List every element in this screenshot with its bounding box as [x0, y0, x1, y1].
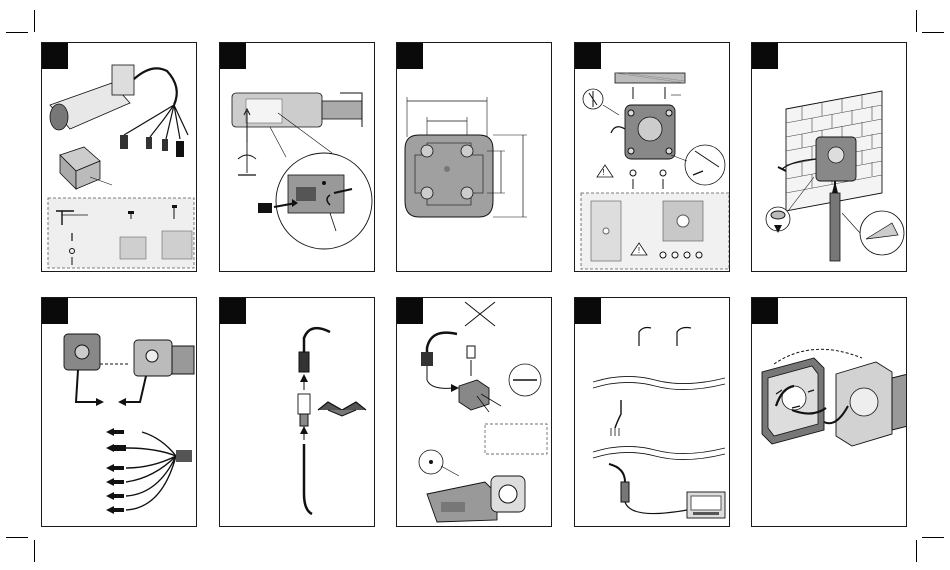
step-panel-7: [219, 297, 375, 527]
step-panel-10: [751, 297, 907, 527]
crimp-connector-illustration: [220, 298, 375, 527]
step-panel-9: [574, 297, 730, 527]
cable-monitor-illustration: [575, 298, 730, 527]
step-panel-5: [751, 42, 907, 272]
crop-mark: [916, 540, 917, 562]
crop-mark: [6, 537, 28, 538]
junction-box-wiring-illustration: [752, 298, 907, 527]
step-panel-6: [41, 297, 197, 527]
svg-text:!: !: [638, 246, 640, 255]
cable-connection-illustration: [42, 298, 197, 527]
mounting-plate-dimensions-illustration: [397, 43, 552, 272]
ceiling-mount-illustration: ! !: [575, 43, 730, 272]
crop-mark: [916, 10, 917, 32]
crop-mark: [34, 10, 35, 32]
svg-text:!: !: [602, 168, 604, 177]
crop-mark: [922, 32, 944, 33]
crop-mark: [922, 537, 944, 538]
microsd-insert-illustration: [220, 43, 375, 272]
step-panel-4: ! !: [574, 42, 730, 272]
camera-overview-illustration: [42, 43, 197, 272]
crop-mark: [6, 32, 28, 33]
wall-mount-illustration: [752, 43, 907, 272]
crop-mark: [34, 540, 35, 562]
step-panel-8: [396, 297, 552, 527]
step-panel-2: [219, 42, 375, 272]
step-panel-3: [396, 42, 552, 272]
step-panel-1: [41, 42, 197, 272]
connector-waterproofing-illustration: [397, 298, 552, 527]
